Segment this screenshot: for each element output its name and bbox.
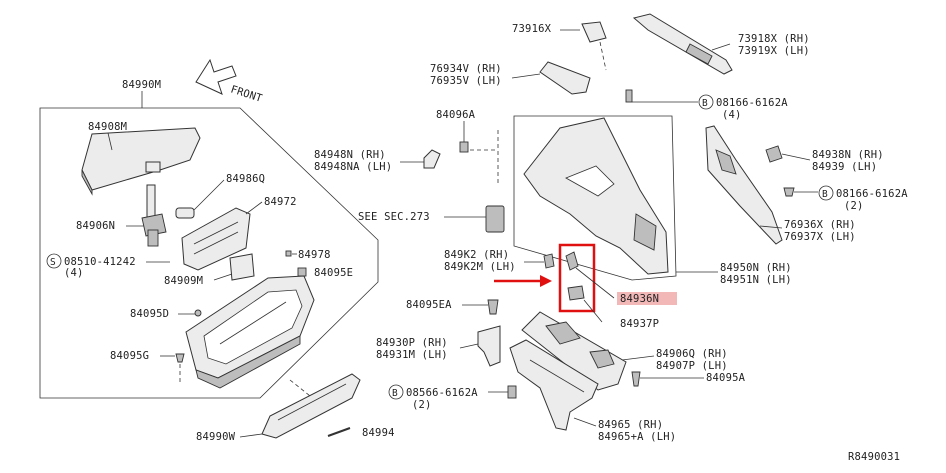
highlight-arrow-icon [494,275,552,287]
label-73918x: 73918X (RH) [738,33,810,45]
label-76937x: 76937X (LH) [784,231,856,243]
circle-b3-icon: B [822,189,828,200]
circle-b-icon: B [702,98,708,109]
label-73919x: 73919X (LH) [738,45,810,57]
label-849k2: 849K2 (RH) [444,249,509,261]
trim-panel-frame [513,115,677,281]
label-84907p: 84907P (LH) [656,360,728,372]
part-84965-frame [509,339,599,431]
part-73916x [581,21,607,43]
label-08566-qty: (2) [412,399,432,411]
label-84990w: 84990W [196,431,236,443]
part-84938n [765,145,783,163]
part-84908m-cover [81,127,201,191]
front-arrow-icon [195,58,237,95]
label-84990m: 84990M [122,79,161,91]
label-76935v: 76935V (LH) [430,75,502,87]
label-84937p: 84937P [620,318,659,330]
circle-b2-icon: B [392,388,398,399]
label-84095d: 84095D [130,308,169,320]
label-84972: 84972 [264,196,297,208]
label-08566: 08566-6162A [406,387,478,399]
part-84936n [565,251,579,271]
label-84095ea: 84095EA [406,299,452,311]
label-84965: 84965 (RH) [598,419,663,431]
label-see-sec-273: SEE SEC.273 [358,211,430,223]
label-84948n: 84948N (RH) [314,149,386,161]
label-76934v: 76934V (RH) [430,63,502,75]
part-73918x [632,13,733,75]
part-84930p [477,325,501,367]
part-floor-tray [185,275,315,389]
part-84937p [567,285,585,301]
label-84930p: 84930P (RH) [376,337,448,349]
label-849k2m: 849K2M (LH) [444,261,516,273]
label-84906q: 84906Q (RH) [656,348,728,360]
part-84950n-trim [523,117,669,275]
part-76936x-pillar [705,125,783,245]
label-84936n: 84936N [620,293,659,305]
label-84965a: 84965+A (LH) [598,431,676,443]
left-panel-frame [39,107,379,399]
part-84906n-stay [141,184,167,247]
label-84939: 84939 (LH) [812,161,877,173]
label-84931m: 84931M (LH) [376,349,448,361]
label-84951n: 84951N (LH) [720,274,792,286]
highlight-box [558,243,596,313]
label-08166-a: 08166-6162A [716,97,788,109]
label-08510-qty: (4) [64,267,84,279]
label-84095g: 84095G [110,350,149,362]
part-76934v [539,61,591,95]
label-84096a: 84096A [436,109,476,121]
circle-s-icon: S [50,257,56,268]
diagram-code: R8490031 [848,451,900,463]
label-84095e: 84095E [314,267,353,279]
label-84978: 84978 [298,249,331,261]
part-84990w-sill [261,373,361,439]
label-08166-b-qty: (2) [844,200,864,212]
label-84906n: 84906N [76,220,115,232]
label-84938n: 84938N (RH) [812,149,884,161]
part-sec273-grille [485,205,505,233]
label-08166-b: 08166-6162A [836,188,908,200]
part-84972-box [181,207,251,271]
label-84948na: 84948NA (LH) [314,161,392,173]
front-label: FRONT [229,83,264,105]
label-08510: 08510-41242 [64,256,136,268]
label-76936x: 76936X (RH) [784,219,856,231]
label-73916x: 73916X [512,23,552,35]
part-84948n [423,149,441,169]
part-84909m [229,253,255,281]
label-84994: 84994 [362,427,395,439]
label-84950n: 84950N (RH) [720,262,792,274]
label-84095a: 84095A [706,372,746,384]
label-84909m: 84909M [164,275,203,287]
label-84986q: 84986Q [226,173,265,185]
label-08166-a-qty: (4) [722,109,742,121]
label-84908m: 84908M [88,121,127,133]
